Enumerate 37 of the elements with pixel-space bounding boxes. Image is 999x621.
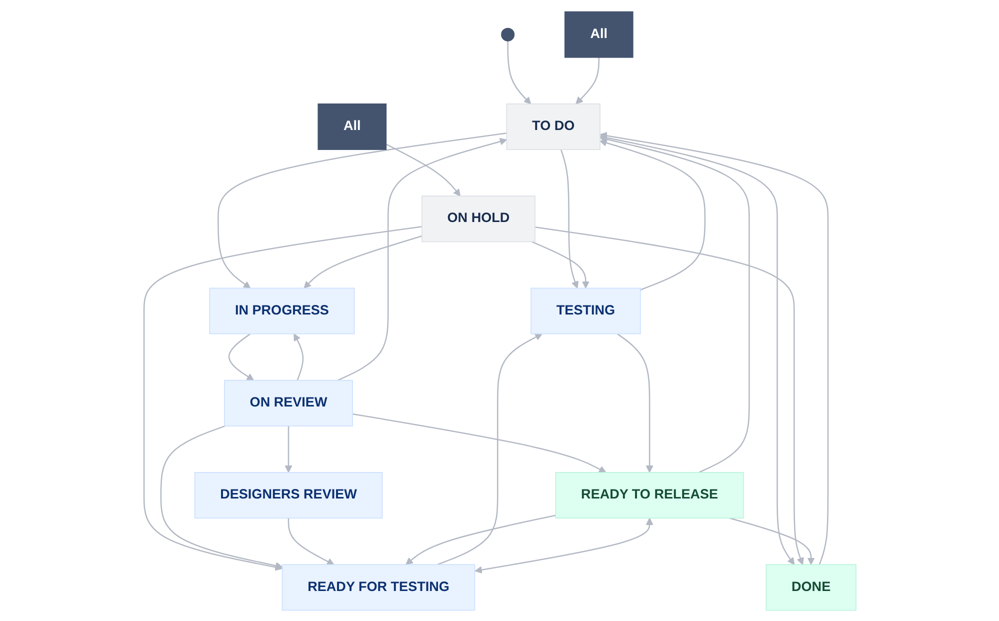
arrow bbox=[160, 424, 282, 569]
node-box: TESTING bbox=[530, 287, 640, 334]
arrow bbox=[303, 234, 422, 288]
arrow bbox=[599, 135, 750, 473]
arrow bbox=[599, 138, 706, 290]
arrow bbox=[293, 332, 304, 380]
node-box: All bbox=[564, 10, 633, 58]
arrow bbox=[474, 517, 653, 574]
arrow bbox=[534, 226, 804, 564]
node-box: TO DO bbox=[506, 102, 600, 150]
arrow bbox=[385, 143, 460, 196]
node-box: ON REVIEW bbox=[224, 379, 352, 426]
arrow bbox=[728, 516, 814, 564]
arrow bbox=[560, 148, 578, 288]
arrow bbox=[287, 518, 334, 564]
arrow bbox=[616, 332, 653, 472]
node-box: DONE bbox=[765, 564, 856, 610]
arrow bbox=[575, 56, 600, 104]
arrow bbox=[436, 332, 542, 565]
arrow bbox=[530, 240, 589, 288]
node-box: READY TO RELEASE bbox=[554, 472, 744, 518]
node-box: All bbox=[317, 102, 386, 150]
arrow bbox=[228, 332, 254, 380]
arrow bbox=[506, 40, 531, 104]
node-box: IN PROGRESS bbox=[208, 287, 354, 334]
arrow bbox=[352, 412, 606, 472]
arrow bbox=[599, 135, 794, 564]
arrow bbox=[337, 137, 507, 380]
node-circle bbox=[500, 27, 514, 41]
arrow bbox=[599, 132, 828, 564]
node-box: DESIGNERS REVIEW bbox=[194, 472, 382, 518]
node-box: READY FOR TESTING bbox=[281, 564, 475, 610]
node-box: ON HOLD bbox=[421, 195, 535, 242]
arrow bbox=[405, 514, 556, 564]
arrow bbox=[217, 132, 506, 288]
arrow bbox=[284, 425, 292, 472]
arrow bbox=[142, 226, 422, 570]
